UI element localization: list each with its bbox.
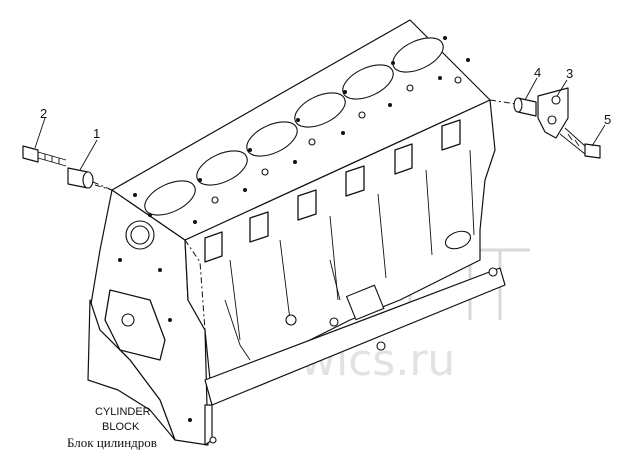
part-5-bolt (559, 127, 601, 159)
callout-4: 4 (534, 65, 541, 80)
part-1-bushing (67, 167, 113, 191)
callout-1: 1 (93, 126, 100, 141)
callout-3: 3 (566, 66, 573, 81)
engine-block (87, 19, 506, 446)
block-lower-skirt (87, 299, 176, 441)
cylinder-bores (144, 37, 444, 216)
part-4-bushing (489, 97, 537, 117)
callout-2: 2 (40, 106, 47, 121)
block-bottom-rail (204, 267, 506, 406)
leader-lines (34, 77, 606, 171)
part-3-bracket (537, 87, 569, 139)
deck-holes (133, 36, 470, 224)
callout-5: 5 (604, 112, 611, 127)
caption-line-1: CYLINDER (95, 406, 151, 418)
side-ribs (204, 119, 498, 361)
front-face-details (104, 220, 217, 444)
caption-line-2: BLOCK (102, 421, 140, 433)
caption-ru: Блок цилиндров (67, 435, 157, 450)
part-2-bolt (22, 145, 67, 167)
